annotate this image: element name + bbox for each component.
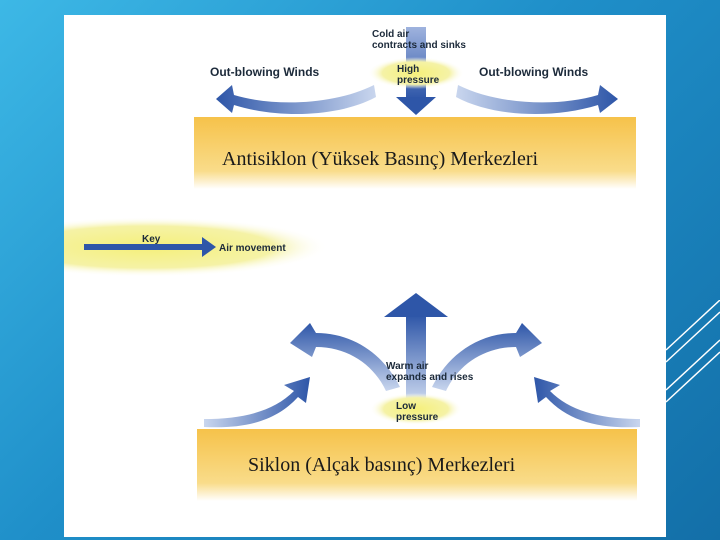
warm-air-label-2: expands and rises xyxy=(386,372,474,383)
anticyclone-caption: Antisiklon (Yüksek Basınç) Merkezleri xyxy=(222,148,538,170)
inflow-right-arrow xyxy=(534,377,640,428)
rising-air-arrow xyxy=(384,293,448,401)
left-winds-label: Out-blowing Winds xyxy=(210,65,320,79)
cyclone-caption: Siklon (Alçak basınç) Merkezleri xyxy=(248,454,516,476)
right-outblowing-arrow xyxy=(456,85,618,115)
low-pressure-label-1: Low xyxy=(396,401,416,412)
right-winds-label: Out-blowing Winds xyxy=(479,65,589,79)
key-title: Key xyxy=(142,234,161,245)
decorative-lines xyxy=(665,300,720,403)
high-pressure-label-1: High xyxy=(397,64,419,75)
rising-left-arrow xyxy=(290,323,400,391)
high-pressure-ellipse xyxy=(368,57,464,89)
low-pressure-ellipse xyxy=(370,393,462,425)
key-label: Air movement xyxy=(219,243,286,254)
low-pressure-label-2: pressure xyxy=(396,412,439,423)
low-pressure-band xyxy=(197,429,637,501)
cold-air-label-1: Cold air xyxy=(372,29,409,40)
left-outblowing-arrow xyxy=(216,85,376,115)
inflow-left-arrow xyxy=(204,377,310,428)
high-pressure-label-2: pressure xyxy=(397,75,440,86)
pressure-diagram: Cold air contracts and sinks High pressu… xyxy=(64,27,640,501)
key-arrow xyxy=(84,237,216,257)
warm-air-label-1: Warm air xyxy=(386,361,429,372)
high-pressure-band xyxy=(194,117,636,189)
slide: Cold air contracts and sinks High pressu… xyxy=(64,15,666,537)
cold-air-label-2: contracts and sinks xyxy=(372,40,466,51)
rising-right-arrow xyxy=(432,323,542,391)
